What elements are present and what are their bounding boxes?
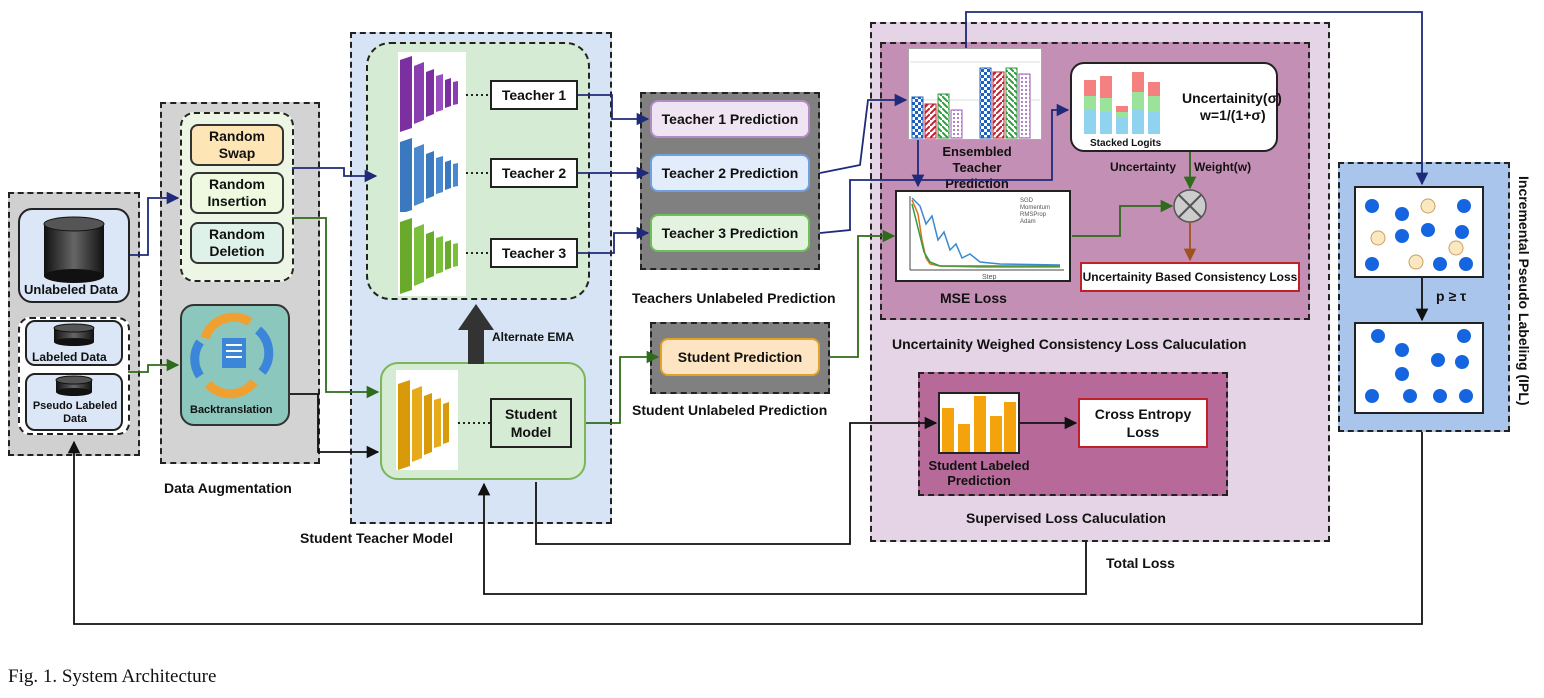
teacher-1-network-icon [398, 52, 466, 132]
random-swap-box: Random Swap [190, 124, 284, 166]
figure-caption: Fig. 1. System Architecture [8, 666, 217, 687]
teacher-1-box: Teacher 1 [490, 80, 578, 110]
labeled-database-icon [53, 323, 95, 346]
total-loss-label: Total Loss [1106, 555, 1175, 571]
backtranslation-icon [190, 312, 274, 399]
supervised-title: Supervised Loss Caluculation [966, 510, 1166, 526]
ensembled-bar-chart [910, 61, 1040, 139]
stacked-logits-label: Stacked Logits [1090, 138, 1162, 149]
augmentation-title: Data Augmentation [164, 480, 292, 496]
student-network-icon [396, 370, 458, 470]
labeled-data-label: Labeled Data [32, 350, 107, 364]
teacher-2-box: Teacher 2 [490, 158, 578, 188]
backtranslation-label: Backtranslation [190, 404, 273, 416]
student-model-box: Student Model [490, 398, 572, 448]
student-prediction-box: Student Prediction [660, 338, 820, 376]
unlabeled-database-icon [43, 216, 105, 283]
uncertainty-label: Uncertainty [1110, 160, 1177, 174]
stacked-logits-chart [1084, 72, 1160, 134]
unlabeled-data-label: Unlabeled Data [24, 282, 118, 297]
mse-legend-3: RMSProp [1020, 212, 1047, 218]
uncertainty-formula-2: w=1/(1+σ) [1200, 107, 1266, 123]
teacher-3-network-icon [398, 212, 466, 296]
pseudo-database-icon [55, 375, 93, 396]
ipl-dots-before [1365, 198, 1473, 271]
mse-legend-1: SGD [1020, 198, 1034, 204]
weight-label: Weight(w) [1194, 160, 1252, 174]
mse-xlabel: Step [982, 274, 997, 281]
teacher-3-box: Teacher 3 [490, 238, 578, 268]
teacher-predictions-title: Teachers Unlabeled Prediction [632, 290, 836, 306]
mse-legend-2: Momentum [1020, 205, 1050, 211]
mse-loss-label: MSE Loss [940, 290, 1007, 306]
mse-loss-chart: SGD Momentum RMSProp Adam Step [909, 196, 1064, 281]
random-deletion-box: Random Deletion [190, 222, 284, 264]
uncertainty-formula-1: Uncertainity(σ) [1182, 90, 1282, 106]
student-prediction-title: Student Unlabeled Prediction [632, 402, 828, 418]
consistency-loss-box: Uncertainity Based Consistency Loss [1080, 262, 1300, 292]
student-labeled-bar-chart [942, 396, 1016, 452]
mse-legend-4: Adam [1020, 219, 1036, 225]
student-labeled-label: Student Labeled Prediction [928, 458, 1030, 488]
pseudo-labeled-box [25, 373, 123, 431]
pseudo-labeled-label: Pseudo Labeled Data [32, 400, 118, 425]
multiply-operator-icon [1173, 189, 1207, 223]
random-insertion-box: Random Insertion [190, 172, 284, 214]
alternate-ema-label: Alternate EMA [492, 330, 575, 344]
threshold-label: p ≥ τ [1436, 288, 1467, 304]
teacher-2-network-icon [398, 132, 466, 214]
teacher-1-prediction: Teacher 1 Prediction [650, 100, 810, 138]
teacher-2-prediction: Teacher 2 Prediction [650, 154, 810, 192]
connector-arrows [67, 11, 1429, 625]
student-teacher-title: Student Teacher Model [300, 530, 453, 546]
cross-entropy-box: Cross Entropy Loss [1078, 398, 1208, 448]
consistency-title: Uncertainity Weighed Consistency Loss Ca… [892, 336, 1247, 352]
ipl-dots-after [1365, 329, 1473, 403]
alternate-ema-arrow [458, 304, 494, 364]
dotted-connectors [458, 94, 490, 424]
teacher-3-prediction: Teacher 3 Prediction [650, 214, 810, 252]
